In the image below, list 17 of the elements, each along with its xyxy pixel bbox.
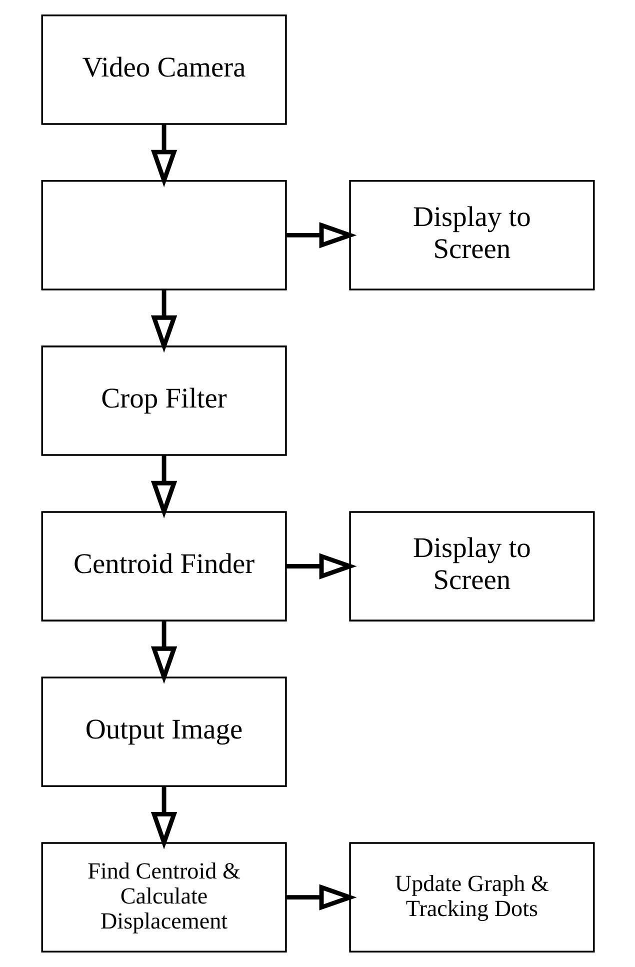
node-box: Display to Screen — [348, 180, 594, 290]
arrow — [150, 124, 177, 188]
node-box: Video Camera — [40, 14, 286, 125]
node-box: Centroid Finder — [40, 511, 286, 622]
node-box: Crop Filter — [40, 346, 286, 456]
arrow — [150, 455, 177, 518]
node-box — [40, 180, 286, 290]
arrow — [150, 290, 177, 353]
arrow — [286, 553, 356, 580]
arrow — [286, 884, 356, 910]
arrow — [286, 222, 356, 248]
arrow — [150, 786, 177, 850]
node-box: Update Graph & Tracking Dots — [348, 842, 594, 952]
node-box: Find Centroid & Calculate Displacement — [40, 842, 286, 952]
node-box: Display to Screen — [348, 511, 594, 622]
arrow — [150, 620, 177, 684]
node-box: Output Image — [40, 676, 286, 787]
